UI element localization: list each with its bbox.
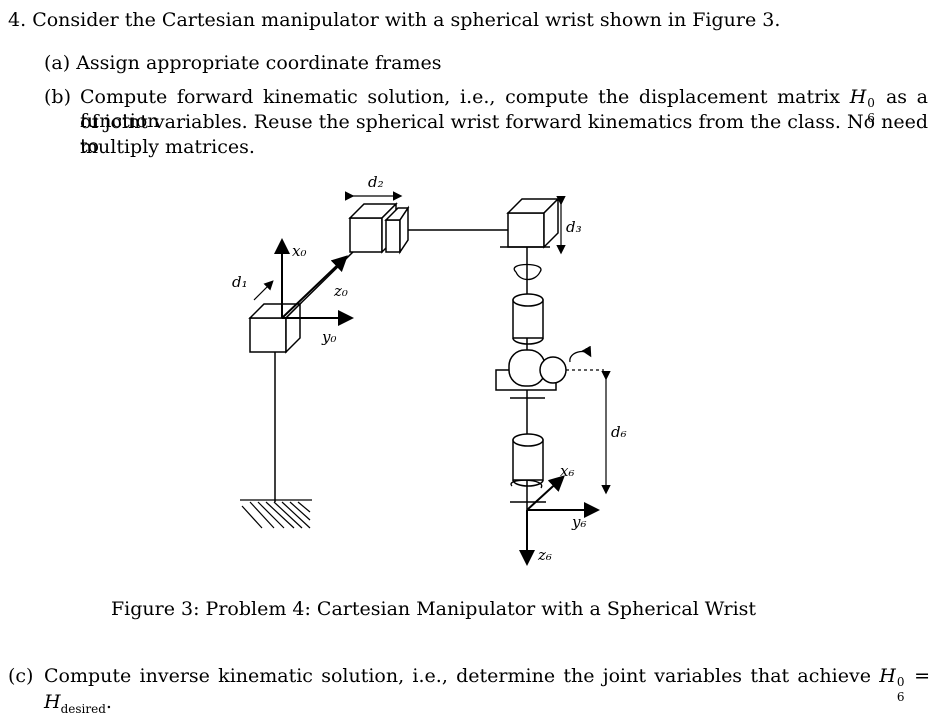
part-b-matrix-sup: 0	[867, 96, 875, 110]
wrist-horizontal-joint	[495, 349, 567, 399]
part-b-line2: of joint variables. Reuse the spherical …	[80, 111, 928, 157]
problem-statement: 4. Consider the Cartesian manipulator wi…	[8, 8, 780, 32]
d2-joint	[348, 202, 410, 255]
part-c-line2: Hdesired.	[44, 690, 112, 721]
wrist-cylinder-1	[512, 293, 544, 345]
label-d3: d₃	[566, 218, 582, 236]
part-a: (a) Assign appropriate coordinate frames	[44, 51, 441, 75]
label-d2: d₂	[368, 173, 384, 191]
part-b-matrix-symbol: H	[849, 86, 867, 108]
rotation-arc-3	[510, 479, 543, 489]
d1-arrow	[253, 280, 274, 301]
base-joint-cube	[248, 302, 302, 354]
label-x0: x₀	[292, 242, 306, 260]
d3-joint	[500, 197, 560, 249]
part-a-label: (a)	[44, 52, 71, 74]
part-c-label: (c)	[8, 665, 34, 687]
part-b-line1-pre: Compute forward kinematic solution, i.e.…	[80, 86, 841, 108]
rotation-arc-2	[569, 345, 592, 363]
label-y0: y₀	[321, 328, 337, 346]
part-c-matrix-sub: 6	[896, 690, 905, 704]
label-z6: z₆	[537, 546, 552, 564]
part-b-line3: multiply matrices.	[80, 136, 255, 158]
arm-diagonal	[299, 249, 356, 305]
label-x6: x₆	[560, 462, 574, 480]
part-c-hdesired: H	[44, 691, 61, 713]
rotation-arc-1	[513, 263, 542, 281]
part-c-period: .	[105, 691, 112, 713]
part-b-label: (b)	[44, 86, 71, 108]
label-d6: d₆	[611, 423, 627, 441]
part-c-hdesired-sub: desired	[60, 701, 106, 716]
label-d1: d₁	[232, 273, 248, 291]
part-c-matrix-sup: 0	[896, 675, 905, 689]
part-c-line1: Compute inverse kinematic solution, i.e.…	[44, 664, 931, 704]
wrist-cylinder-2	[512, 433, 544, 487]
problem-number: 4.	[8, 9, 27, 31]
x6-axis	[526, 475, 565, 511]
ground-hatch	[240, 499, 312, 529]
label-y6: y₆	[571, 513, 587, 531]
part-b-matrix-sub: 6	[867, 111, 875, 125]
part-c-matrix-symbol: H	[879, 665, 896, 687]
part-a-text: Assign appropriate coordinate frames	[76, 52, 442, 74]
label-z0: z₀	[333, 282, 348, 300]
z0-axis	[281, 255, 348, 319]
part-b-line1-post: as a function	[80, 86, 929, 132]
figure-caption: Figure 3: Problem 4: Cartesian Manipulat…	[111, 598, 757, 620]
part-c-equals: =	[914, 665, 931, 687]
part-b-line1: Compute forward kinematic solution, i.e.…	[80, 85, 928, 133]
problem-text: Consider the Cartesian manipulator with …	[32, 9, 781, 31]
part-c-line1-text: Compute inverse kinematic solution, i.e.…	[44, 665, 871, 687]
